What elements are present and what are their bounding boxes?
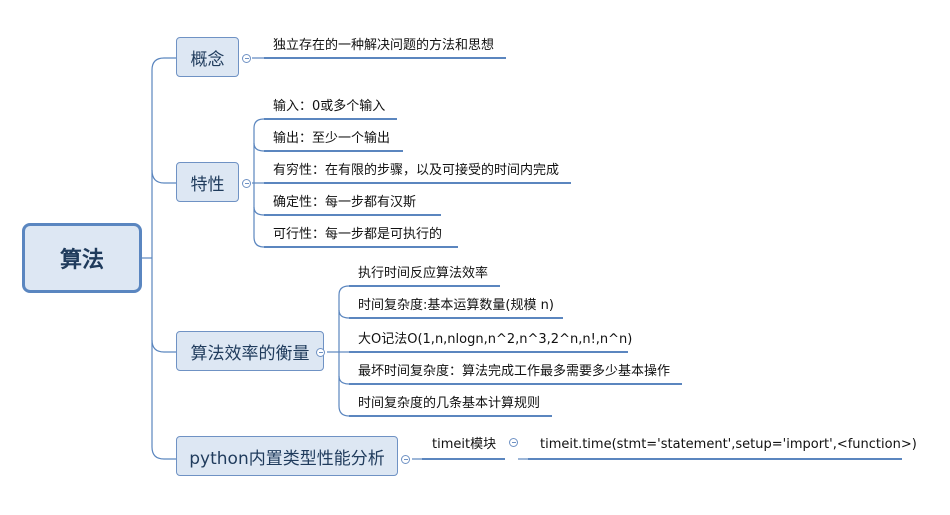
branch-concept[interactable]: 概念 xyxy=(176,37,239,77)
leaf-definiteness[interactable]: 确定性：每一步都有汉斯 xyxy=(273,195,417,210)
leaf-timeit-signature[interactable]: timeit.time(stmt='statement',setup='impo… xyxy=(540,437,917,452)
leaf-finiteness[interactable]: 有穷性：在有限的步骤，以及可接受的时间内完成 xyxy=(273,163,560,178)
leaf-timeit-module[interactable]: timeit模块 xyxy=(432,437,497,452)
branch-characteristics[interactable]: 特性 xyxy=(176,162,239,202)
leaf-time-complexity[interactable]: 时间复杂度:基本运算数量(规模 n) xyxy=(358,298,554,313)
leaf-big-o-notation[interactable]: 大O记法O(1,n,nlogn,n^2,n^3,2^n,n!,n^n) xyxy=(358,332,633,347)
leaf-worst-case[interactable]: 最坏时间复杂度：算法完成工作最多需要多少基本操作 xyxy=(358,364,671,379)
collapse-icon[interactable] xyxy=(401,455,410,464)
branch-python-performance[interactable]: python内置类型性能分析 xyxy=(176,436,398,476)
leaf-output[interactable]: 输出：至少一个输出 xyxy=(273,131,391,146)
leaf-concept-definition[interactable]: 独立存在的一种解决问题的方法和思想 xyxy=(273,38,495,53)
root-node[interactable]: 算法 xyxy=(22,223,142,293)
leaf-feasibility[interactable]: 可行性：每一步都是可执行的 xyxy=(273,227,443,242)
collapse-icon[interactable] xyxy=(316,348,325,357)
leaf-calculation-rules[interactable]: 时间复杂度的几条基本计算规则 xyxy=(358,396,541,411)
leaf-execution-time[interactable]: 执行时间反应算法效率 xyxy=(358,266,489,281)
collapse-icon[interactable] xyxy=(242,54,251,63)
collapse-icon[interactable] xyxy=(242,179,251,188)
leaf-input[interactable]: 输入：0或多个输入 xyxy=(273,99,386,114)
collapse-icon[interactable] xyxy=(509,438,518,447)
branch-efficiency[interactable]: 算法效率的衡量 xyxy=(176,331,324,371)
